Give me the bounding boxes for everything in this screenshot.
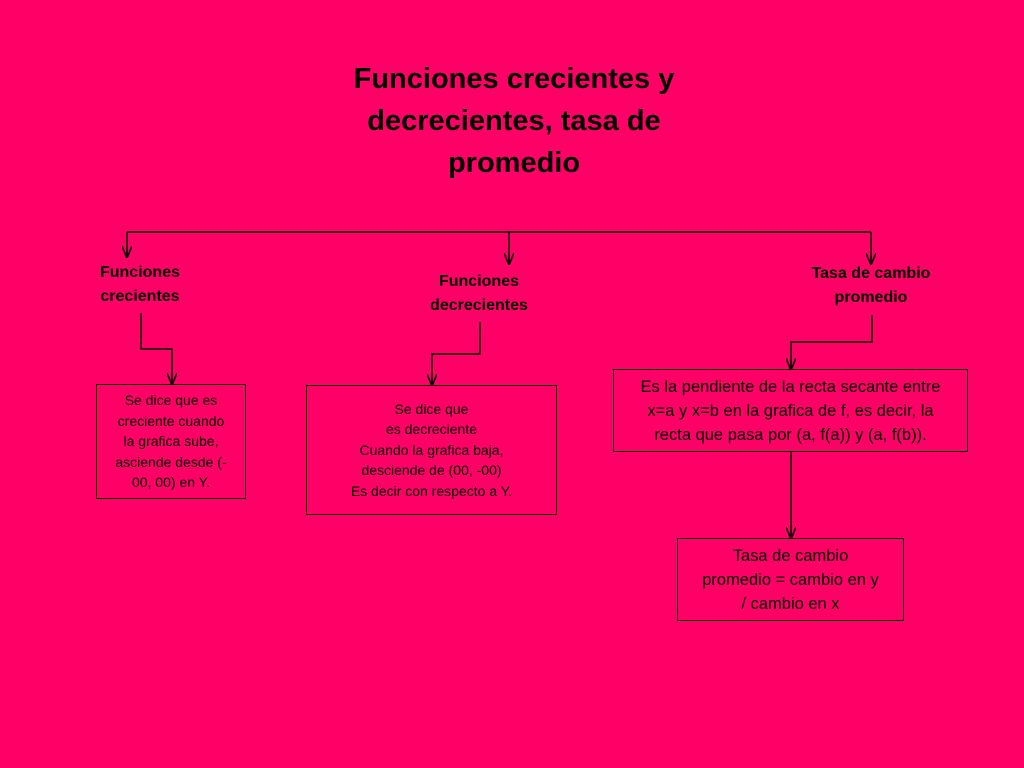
definition-line: recta que pasa por (a, f(a)) y (a, f(b))… [654,425,927,444]
heading-line: Funciones [438,273,519,290]
definition-line: Se dice que es [124,392,218,409]
definition-line: Es la pendiente de la recta secante entr… [640,377,941,396]
title-line: decrecientes, tasa de [367,105,661,137]
connector-arrow [140,313,172,384]
connector-arrow [432,322,481,385]
definition-line: la grafica sube, [123,433,219,450]
heading-crecientes: Funciones crecientes [80,261,200,309]
diagram-title: Funciones crecientes y decrecientes, tas… [324,58,704,184]
formula-box: Tasa de cambio promedio = cambio en y / … [677,538,904,621]
definition-line: es decreciente [385,421,478,438]
definition-line: creciente cuando [117,412,225,429]
heading-line: promedio [834,289,908,306]
heading-tasa-cambio: Tasa de cambio promedio [796,262,946,310]
formula-line: promedio = cambio en y [702,570,879,589]
heading-line: Tasa de cambio [811,265,931,282]
definition-line: Se dice que [394,400,469,417]
definition-box-decrecientes: Se dice que es decreciente Cuando la gra… [306,385,557,515]
title-line: Funciones crecientes y [353,63,675,95]
heading-decrecientes: Funciones decrecientes [414,270,544,318]
definition-box-tasa-cambio: Es la pendiente de la recta secante entr… [613,369,968,452]
definition-line: Cuando la grafica baja, [359,441,504,458]
definition-line: asciende desde (- [115,453,227,470]
formula-line: Tasa de cambio [732,546,849,565]
heading-line: Funciones [99,264,180,281]
definition-line: desciende de (00, -00) [361,462,502,479]
heading-line: decrecientes [430,297,528,314]
formula-line: / cambio en x [741,594,840,613]
heading-line: crecientes [100,288,180,305]
title-line: promedio [447,147,581,179]
connector-arrow [791,315,873,369]
definition-line: Es decir con respecto a Y. [350,482,513,499]
definition-line: 00, 00) en Y. [131,474,211,491]
definition-line: x=a y x=b en la grafica de f, es decir, … [647,401,934,420]
definition-box-crecientes: Se dice que es creciente cuando la grafi… [96,384,246,499]
